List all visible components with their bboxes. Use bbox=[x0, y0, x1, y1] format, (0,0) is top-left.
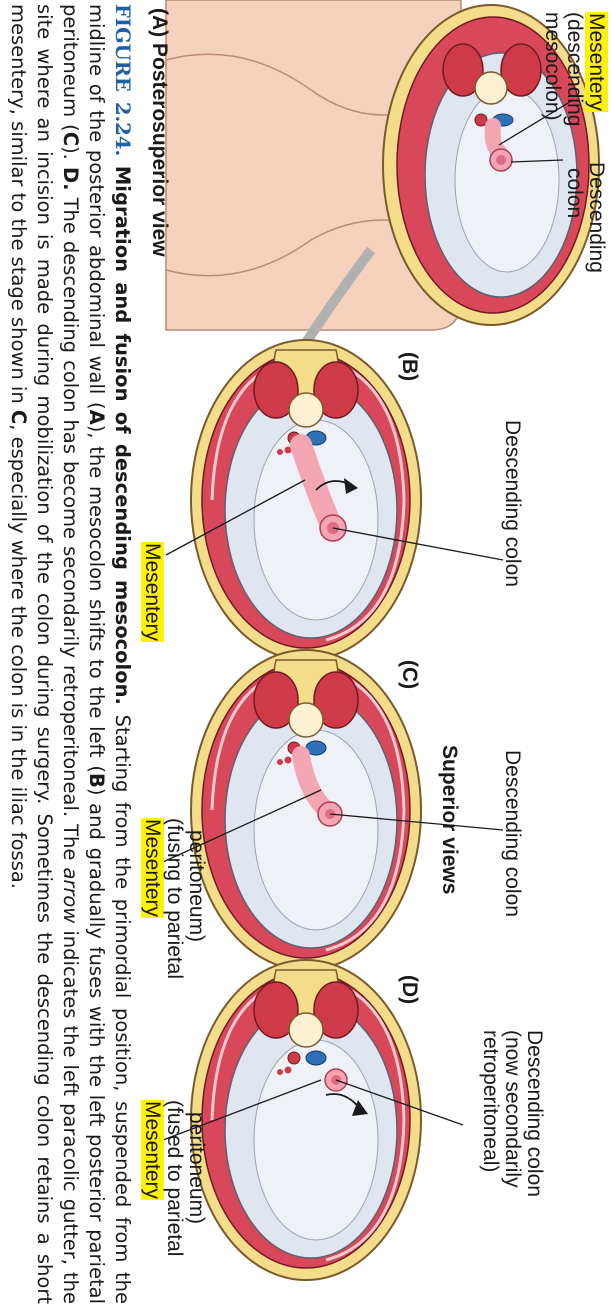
caption-ref-a: A bbox=[85, 409, 108, 425]
caption-title: Migration and fusion of descending mesoc… bbox=[111, 165, 134, 705]
caption-figure-number: FIGURE 2.24. bbox=[111, 4, 134, 157]
label-c-mesentery-text: Mesentery bbox=[141, 818, 164, 919]
label-d-mesentery-sub2: peritoneum) bbox=[185, 1112, 208, 1225]
label-c-mesentery: Mesentery bbox=[141, 818, 164, 919]
label-d-colon-line3: retroperitoneal) bbox=[479, 1030, 502, 1173]
panel-c-section bbox=[189, 648, 423, 972]
label-a-mesentery-sub1: (descending bbox=[563, 12, 586, 127]
label-c-colon: Descending colon bbox=[501, 750, 524, 917]
label-c-mesentery-sub1: (fusing to parietal bbox=[163, 818, 186, 980]
figure-artwork bbox=[162, 0, 600, 1282]
label-a-colon-line2: colon bbox=[563, 168, 586, 219]
caption-ref-b: B bbox=[85, 772, 108, 788]
label-b-mesentery-text: Mesentery bbox=[141, 542, 164, 643]
label-b-colon: Descending colon bbox=[501, 420, 524, 587]
label-d-mesentery: Mesentery bbox=[141, 1100, 164, 1201]
panel-a-title: (A) Posterosuperior view bbox=[148, 8, 171, 257]
caption-text-7: , especially where the colon is in the i… bbox=[7, 424, 30, 890]
caption-text-5: The descending colon has become secondar… bbox=[59, 190, 82, 868]
label-d-mesentery-text: Mesentery bbox=[141, 1100, 164, 1201]
label-a-mesentery-text: Mesentery bbox=[585, 12, 608, 113]
caption-text-2: ), the mesocolon shifts to the left ( bbox=[85, 424, 108, 773]
label-a-mesentery-sub2: mesocolon) bbox=[541, 12, 564, 121]
caption-ref-c2: C bbox=[7, 409, 30, 425]
caption-ref-d: D. bbox=[59, 166, 82, 191]
label-d-colon-line2: (now secondarily bbox=[501, 1030, 524, 1188]
label-b-mesentery: Mesentery bbox=[141, 542, 164, 643]
panel-d-title: (D) bbox=[398, 975, 421, 1005]
label-d-mesentery-sub1: (fused to parietal bbox=[163, 1100, 186, 1257]
label-d-colon-line1: Descending colon bbox=[523, 1030, 546, 1197]
panel-b-title: (B) bbox=[398, 352, 421, 382]
label-a-colon-line1: Descending bbox=[585, 162, 608, 273]
caption-arrow-word: arrow bbox=[59, 867, 82, 924]
label-c-mesentery-sub2: peritoneum) bbox=[185, 830, 208, 943]
leader-lines bbox=[162, 99, 574, 1141]
panel-b-section bbox=[189, 338, 423, 662]
panel-a-torso bbox=[165, 0, 600, 331]
label-a-mesentery: Mesentery bbox=[585, 12, 608, 113]
figure-caption: FIGURE 2.24. Migration and fusion of des… bbox=[5, 4, 135, 1304]
panel-c-title: (C) bbox=[398, 660, 421, 690]
caption-text-4: ). bbox=[59, 146, 82, 167]
panel-d-section bbox=[189, 958, 423, 1282]
caption-ref-c: C bbox=[59, 131, 82, 147]
superior-views-title: Superior views bbox=[438, 745, 461, 895]
